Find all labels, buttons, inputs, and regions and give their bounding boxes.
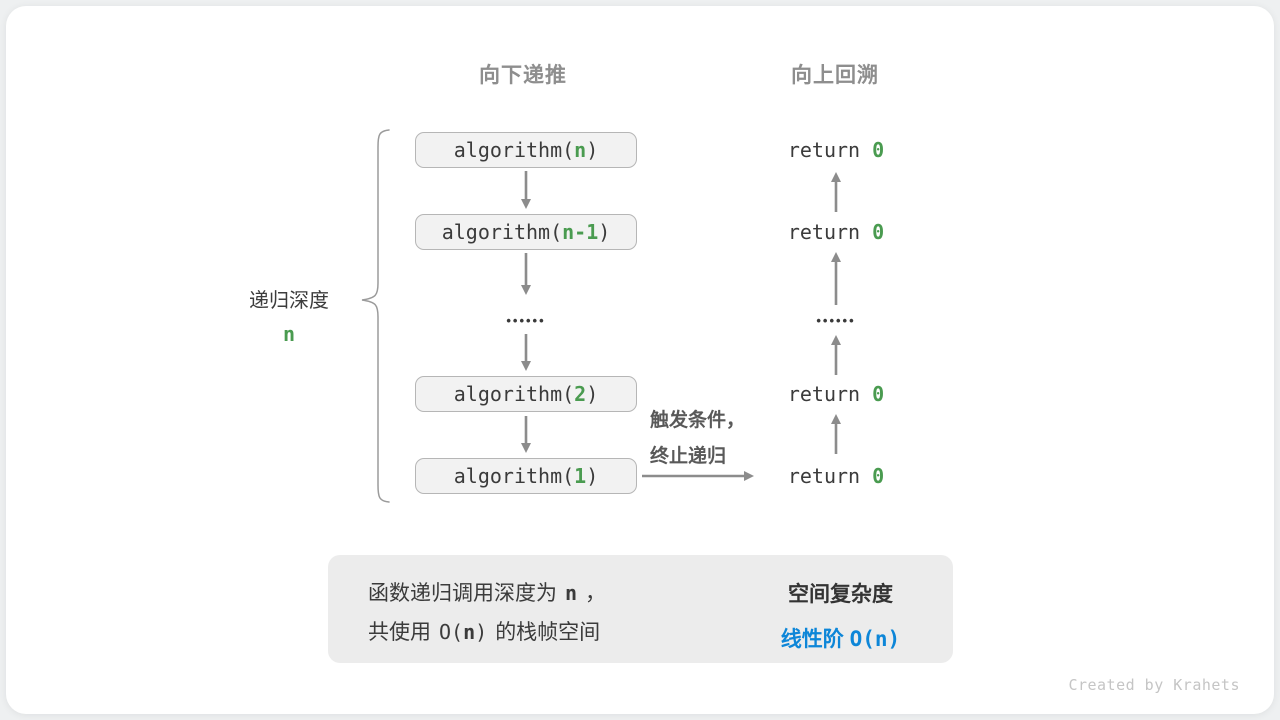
summary-line2-big-o-close: ) (475, 620, 488, 644)
summary-line-2: 共使用 O(n) 的栈帧空间 (368, 613, 606, 652)
complexity-order-label: 线性阶 (780, 628, 844, 651)
call-box-1: algorithm(1) (415, 458, 637, 494)
summary-line-1: 函数递归调用深度为 n ， (368, 574, 606, 613)
call-box-n-1: algorithm(n-1) (415, 214, 637, 250)
call-text: algorithm( (453, 464, 575, 488)
left-ellipsis: •••••• (506, 313, 546, 328)
return-value: 0 (872, 464, 885, 488)
return-value: 0 (872, 220, 885, 244)
call-arg: 1 (574, 464, 587, 488)
space-complexity-value: 线性阶 O(n) (738, 623, 943, 653)
call-text: ) (586, 464, 599, 488)
summary-line1-comma: ， (585, 582, 607, 605)
return-text: return (787, 138, 873, 162)
return-statement: return 0 (725, 219, 947, 245)
summary-line2-big-o-open: O( (439, 620, 464, 644)
header-upward-backtrack: 向上回溯 (791, 64, 879, 87)
return-value: 0 (872, 382, 885, 406)
call-arg: n-1 (562, 220, 599, 244)
summary-line2-arg: n (463, 620, 476, 644)
header-downward-recursion: 向下递推 (479, 64, 567, 87)
trigger-note-line2: 终止递归 (650, 446, 727, 467)
recursion-depth-label: 递归深度 n (214, 284, 364, 346)
call-text: ) (598, 220, 611, 244)
depth-value: n (282, 322, 296, 346)
watermark: Created by Krahets (1068, 676, 1240, 694)
call-box-n: algorithm(n) (415, 132, 637, 168)
summary-line1-arg: n (565, 581, 578, 605)
complexity-formula: O(n) (849, 627, 901, 651)
return-value: 0 (872, 138, 885, 162)
return-statement: return 0 (725, 381, 947, 407)
summary-line2-text: 共使用 (368, 621, 431, 644)
complexity-result: 空间复杂度 线性阶 O(n) (738, 578, 943, 653)
return-statement: return 0 (725, 137, 947, 163)
return-text: return (787, 382, 873, 406)
return-statement: return 0 (725, 463, 947, 489)
call-box-2: algorithm(2) (415, 376, 637, 412)
depth-label-text: 递归深度 (249, 290, 329, 312)
call-text: ) (586, 138, 599, 162)
trigger-note-line1: 触发条件， (650, 410, 746, 431)
right-ellipsis: •••••• (816, 313, 856, 328)
call-arg: 2 (574, 382, 587, 406)
return-text: return (787, 220, 873, 244)
summary-card (328, 555, 953, 663)
return-text: return (787, 464, 873, 488)
trigger-note: 触发条件， 终止递归 (650, 403, 780, 475)
call-arg: n (574, 138, 587, 162)
call-text: ) (586, 382, 599, 406)
call-text: algorithm( (441, 220, 563, 244)
call-text: algorithm( (453, 138, 575, 162)
summary-line1-text: 函数递归调用深度为 (368, 582, 557, 605)
summary-line2-text-end: 的栈帧空间 (495, 621, 601, 644)
call-text: algorithm( (453, 382, 575, 406)
space-complexity-title: 空间复杂度 (788, 583, 893, 606)
